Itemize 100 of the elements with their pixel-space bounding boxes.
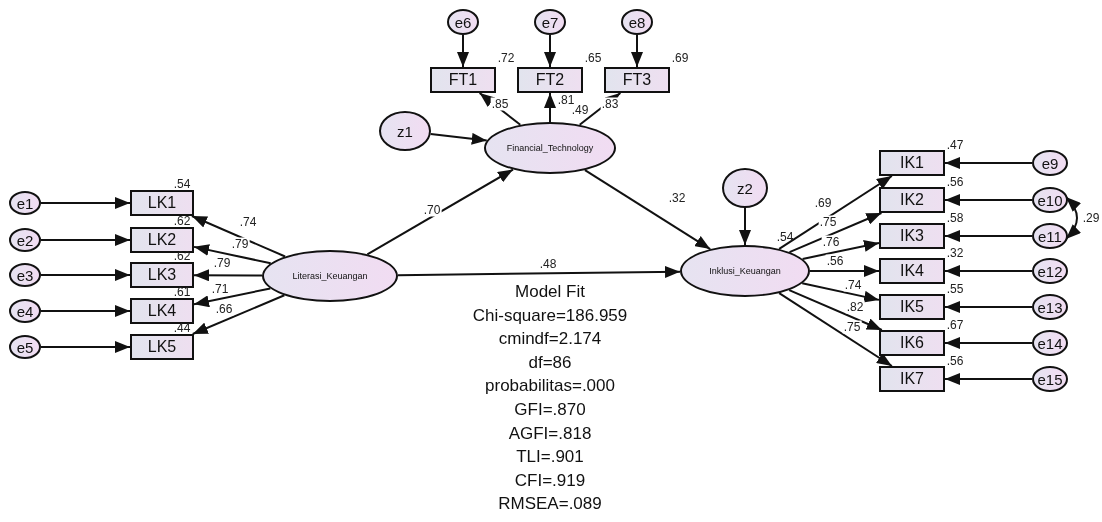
error-term-circle: e2: [9, 228, 41, 252]
path-arrow: [944, 373, 1033, 385]
error-term-circle: e3: [9, 263, 41, 287]
error-term-circle: e12: [1032, 258, 1068, 284]
path-arrow: [366, 168, 514, 256]
r-squared-value: .58: [945, 211, 965, 225]
model-fit-text: df=86: [528, 351, 572, 374]
error-term-circle: z1: [379, 111, 431, 151]
observed-variable-box: IK4: [879, 258, 945, 284]
path-arrow: [788, 289, 883, 331]
path-arrow: [193, 287, 272, 308]
path-arrow: [788, 212, 883, 254]
latent-variable-ellipse: Financial_Technology: [484, 122, 616, 174]
path-arrow: [801, 240, 880, 260]
r-squared-value: .32: [945, 246, 965, 260]
observed-variable-box: FT2: [517, 67, 583, 93]
error-term-circle: e13: [1032, 294, 1068, 320]
model-fit-text: probabilitas=.000: [485, 375, 615, 398]
path-arrow: [40, 234, 131, 246]
error-term-circle: e1: [9, 191, 41, 215]
edge-label: .75: [842, 320, 862, 334]
model-fit-text: Model Fit: [515, 281, 585, 303]
r-squared-value: .44: [172, 321, 192, 335]
observed-variable-box: LK1: [130, 190, 194, 216]
r-squared-value: .47: [945, 138, 965, 152]
edge-label: .74: [843, 278, 863, 292]
model-fit-text: Chi-square=186.959: [472, 304, 628, 327]
edge-label: .48: [538, 257, 558, 271]
r-squared-value: .54: [172, 177, 192, 191]
error-term-circle: e11: [1032, 223, 1068, 249]
r-squared-value: .62: [172, 214, 192, 228]
observed-variable-box: IK5: [879, 294, 945, 320]
edge-label: .56: [825, 254, 845, 268]
model-fit-text: GFI=.870: [514, 398, 586, 421]
observed-variable-box: LK2: [130, 227, 194, 253]
observed-variable-box: IK7: [879, 366, 945, 392]
path-arrow: [396, 265, 682, 278]
observed-variable-box: FT3: [604, 67, 670, 93]
path-arrow: [544, 34, 556, 68]
path-arrow: [809, 265, 880, 277]
path-arrow: [544, 92, 556, 123]
r-squared-value: .56: [945, 175, 965, 189]
path-arrow: [190, 215, 287, 258]
path-arrow: [739, 207, 751, 246]
path-arrow: [944, 265, 1033, 277]
observed-variable-box: IK1: [879, 150, 945, 176]
path-arrow: [778, 175, 893, 250]
error-term-circle: z2: [722, 168, 768, 208]
edge-label: .29: [1081, 211, 1101, 225]
path-arrow: [944, 230, 1033, 242]
observed-variable-box: IK6: [879, 330, 945, 356]
path-arrow: [191, 294, 286, 335]
path-arrow: [40, 341, 131, 353]
edge-label: .82: [845, 300, 865, 314]
r-squared-value: .54: [775, 230, 795, 244]
r-squared-value: .69: [670, 51, 690, 65]
edge-label: .32: [667, 191, 687, 205]
latent-variable-ellipse: Inklusi_Keuangan: [680, 245, 810, 297]
path-arrow: [457, 34, 469, 68]
path-arrow: [40, 269, 131, 281]
error-term-circle: e10: [1032, 187, 1068, 213]
error-term-circle: e15: [1032, 366, 1068, 392]
path-arrow: [40, 305, 131, 317]
path-arrow: [193, 244, 272, 265]
path-arrow: [583, 169, 712, 251]
error-term-circle: e8: [621, 9, 653, 35]
path-arrow: [40, 197, 131, 209]
path-arrow: [944, 301, 1033, 313]
observed-variable-box: FT1: [430, 67, 496, 93]
edge-label: .79: [212, 256, 232, 270]
edge-label: .69: [813, 196, 833, 210]
model-fit-text: CFI=.919: [514, 469, 586, 492]
error-term-circle: e6: [447, 9, 479, 35]
edge-label: .70: [422, 203, 442, 217]
r-squared-value: .72: [496, 51, 516, 65]
error-term-circle: e9: [1032, 150, 1068, 176]
path-arrow: [631, 34, 643, 68]
r-squared-value: .55: [945, 282, 965, 296]
edge-label: .81: [556, 93, 576, 107]
path-arrow: [944, 157, 1033, 169]
r-squared-value: .61: [172, 285, 192, 299]
edge-label: .66: [214, 302, 234, 316]
model-fit-text: AGFI=.818: [508, 422, 592, 445]
error-term-circle: e7: [534, 9, 566, 35]
path-arrow: [944, 337, 1033, 349]
error-term-circle: e14: [1032, 330, 1068, 356]
edge-label: .76: [821, 235, 841, 249]
observed-variable-box: IK2: [879, 187, 945, 213]
r-squared-value: .67: [945, 318, 965, 332]
model-fit-text: cmindf=2.174: [498, 328, 602, 351]
r-squared-value: .65: [583, 51, 603, 65]
error-term-circle: e5: [9, 335, 41, 359]
edge-label: .79: [230, 237, 250, 251]
observed-variable-box: LK5: [130, 334, 194, 360]
path-arrow: [801, 282, 880, 303]
path-arrow: [193, 269, 263, 282]
r-squared-value: .56: [945, 354, 965, 368]
model-fit-text: TLI=.901: [516, 446, 584, 469]
observed-variable-box: LK4: [130, 298, 194, 324]
latent-variable-ellipse: Literasi_Keuangan: [262, 250, 398, 302]
